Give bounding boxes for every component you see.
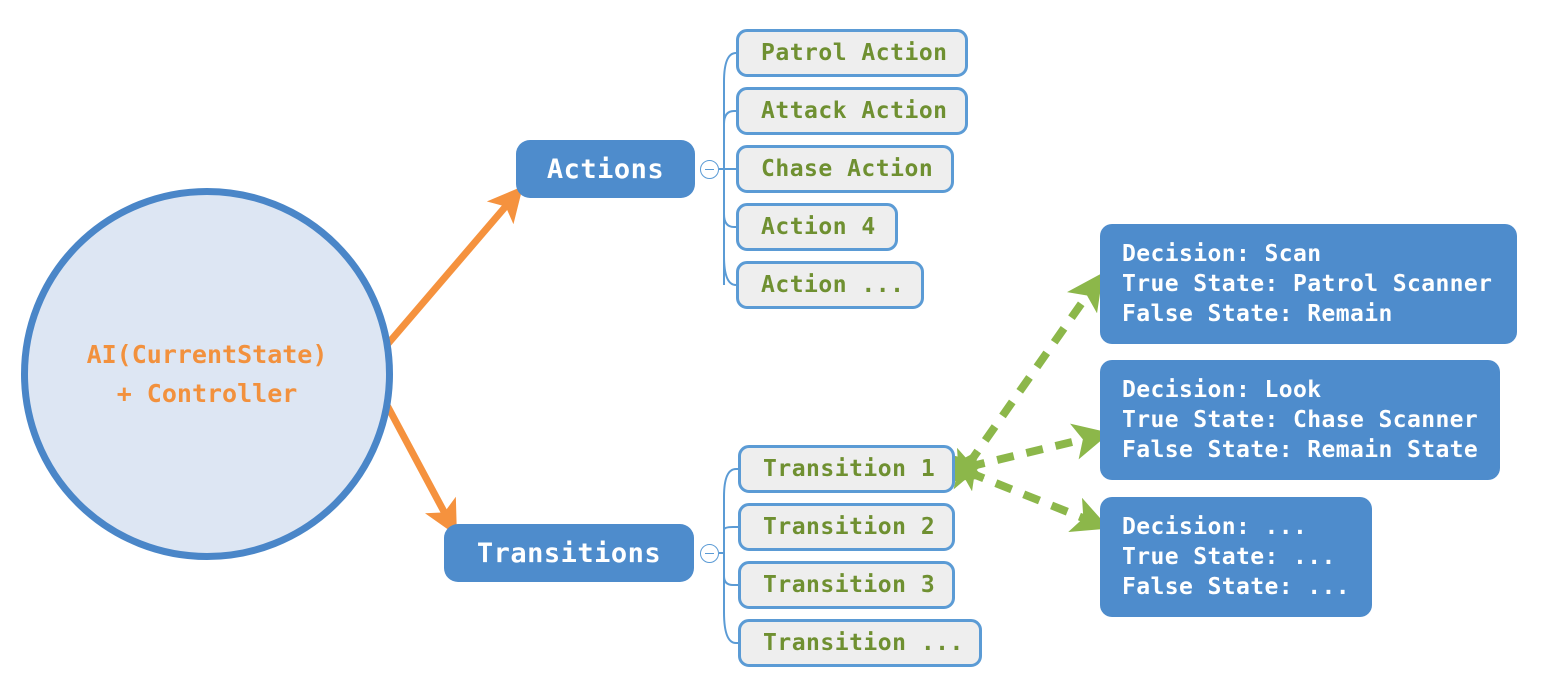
green-dashed-edges [941,272,1111,532]
leaf-transition-2[interactable]: Transition 2 [738,503,955,551]
branch-node-transitions-label: Transitions [476,537,662,569]
leaf-action-more-label: Action ... [761,272,905,298]
leaf-action-chase-label: Chase Action [761,156,934,182]
decision-box-scan-true-state: True State: Patrol Scanner [1122,271,1493,297]
leaf-action-attack-label: Attack Action [761,98,948,124]
leaf-action-4[interactable]: Action 4 [736,203,898,251]
minus-glyph [705,168,714,171]
leaf-transition-1-label: Transition 1 [763,456,936,482]
leaf-transition-3[interactable]: Transition 3 [738,561,955,609]
edge-transition1-decision3 [943,447,1110,532]
minus-glyph [705,552,714,555]
root-node-line-1: AI(CurrentState) [86,340,328,369]
leaf-action-more[interactable]: Action ... [736,261,924,309]
collapse-toggle-actions-icon[interactable] [700,160,719,179]
leaf-transition-2-label: Transition 2 [763,514,936,540]
transitions-tree-connectors [719,468,740,644]
leaf-action-chase[interactable]: Chase Action [736,145,954,193]
decision-box-scan-decision: Decision: Scan [1122,241,1322,267]
decision-box-placeholder-true-state: True State: ... [1122,544,1336,570]
branch-node-transitions[interactable]: Transitions [444,524,694,582]
decision-box-look-decision: Decision: Look [1122,377,1322,403]
leaf-transition-more-label: Transition ... [763,630,964,656]
edge-transition1-decision2 [945,423,1111,490]
decision-box-placeholder-false-state: False State: ... [1122,574,1350,600]
leaf-transition-1[interactable]: Transition 1 [738,445,955,493]
leaf-action-patrol-label: Patrol Action [761,40,948,66]
leaf-action-attack[interactable]: Attack Action [736,87,968,135]
edge-transition1-decision1 [941,272,1104,492]
decision-box-placeholder-decision: Decision: ... [1122,514,1308,540]
collapse-toggle-transitions-icon[interactable] [700,544,719,563]
leaf-transition-more[interactable]: Transition ... [738,619,982,667]
branch-node-actions[interactable]: Actions [516,140,695,198]
root-node-ai-controller[interactable]: AI(CurrentState) + Controller [21,188,393,560]
decision-box-scan-false-state: False State: Remain [1122,301,1393,327]
orange-arrow-to-transitions [377,392,457,536]
leaf-action-4-label: Action 4 [761,214,876,240]
leaf-transition-3-label: Transition 3 [763,572,936,598]
decision-box-look[interactable]: Decision: Look True State: Chase Scanner… [1100,360,1500,480]
orange-arrow-to-actions [383,186,523,349]
branch-node-actions-label: Actions [546,153,665,185]
leaf-action-patrol[interactable]: Patrol Action [736,29,968,77]
decision-box-look-false-state: False State: Remain State [1122,437,1479,463]
root-node-line-2: + Controller [116,379,298,408]
decision-box-placeholder[interactable]: Decision: ... True State: ... False Stat… [1100,497,1372,617]
decision-box-look-true-state: True State: Chase Scanner [1122,407,1479,433]
decision-box-scan[interactable]: Decision: Scan True State: Patrol Scanne… [1100,224,1517,344]
